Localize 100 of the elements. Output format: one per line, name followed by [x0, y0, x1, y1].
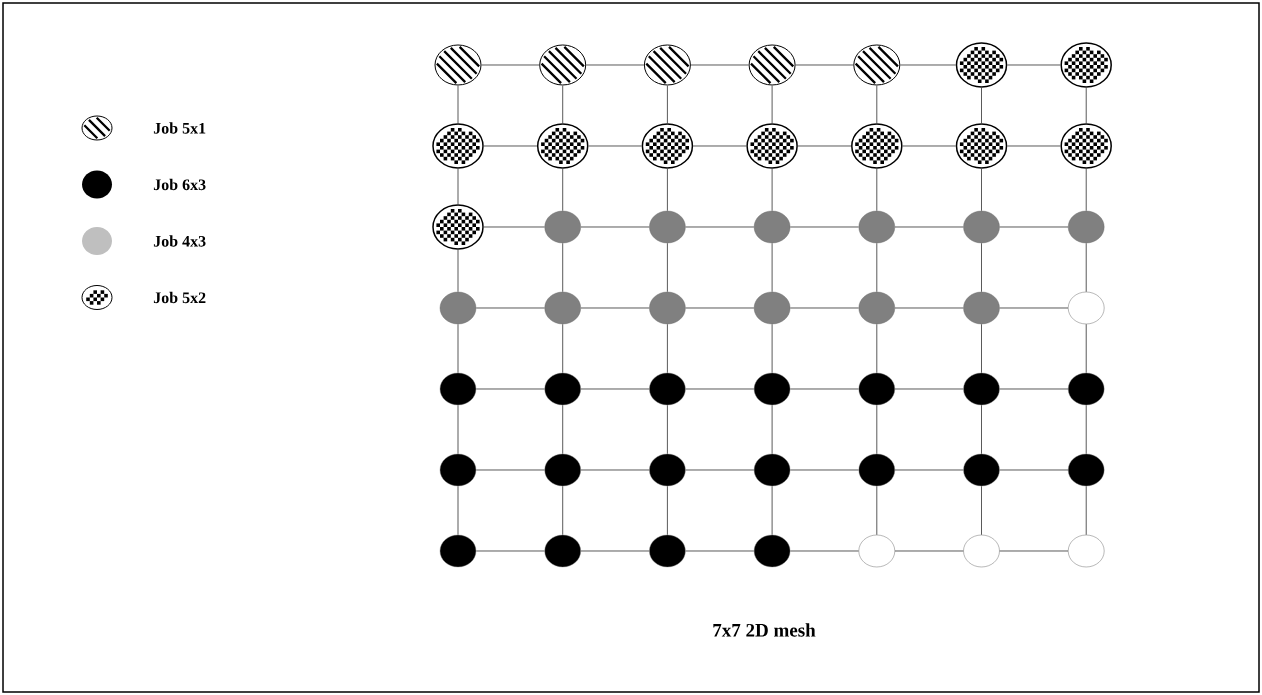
- mesh-link: [562, 404, 564, 455]
- mesh-link: [562, 485, 564, 536]
- mesh-link: [457, 485, 459, 536]
- mesh-link: [894, 469, 964, 471]
- mesh-node: [858, 534, 895, 568]
- mesh-link: [1085, 323, 1087, 374]
- mesh-link: [1085, 242, 1087, 293]
- mesh-node: [1068, 291, 1105, 325]
- mesh-link: [789, 307, 860, 309]
- mesh-link: [771, 404, 773, 455]
- mesh-link: [685, 550, 755, 552]
- mesh-link: [999, 550, 1069, 552]
- mesh-link: [666, 85, 668, 124]
- mesh-link: [580, 226, 650, 228]
- mesh-link: [876, 242, 878, 293]
- mesh-link: [685, 469, 755, 471]
- mesh-node: [434, 44, 482, 86]
- mesh-node: [439, 372, 477, 406]
- mesh-node: [536, 123, 589, 169]
- mesh-node: [544, 534, 581, 568]
- mesh-node: [643, 44, 691, 86]
- mesh-link: [797, 145, 852, 147]
- mesh-node: [649, 210, 686, 244]
- mesh-link: [999, 307, 1069, 309]
- mesh-link: [685, 226, 755, 228]
- mesh-link: [999, 388, 1069, 390]
- mesh-node: [753, 291, 791, 325]
- mesh-link: [1006, 64, 1061, 66]
- mesh-link: [1006, 145, 1061, 147]
- mesh-node: [1060, 42, 1112, 88]
- mesh-link: [666, 323, 668, 374]
- mesh-link: [580, 469, 650, 471]
- mesh-node: [851, 123, 903, 169]
- caption: 7x7 2D mesh: [713, 623, 816, 637]
- mesh-node: [641, 123, 694, 169]
- mesh-node: [1068, 534, 1105, 568]
- mesh-node: [858, 210, 895, 244]
- mesh-link: [981, 168, 982, 212]
- mesh-node: [858, 453, 895, 487]
- mesh-link: [1085, 485, 1087, 536]
- mesh-link: [771, 485, 773, 536]
- mesh-link: [876, 323, 878, 374]
- mesh-node: [544, 453, 581, 487]
- mesh-node: [1068, 210, 1105, 244]
- mesh-link: [666, 242, 668, 293]
- mesh-link: [685, 388, 755, 390]
- mesh-link: [1085, 87, 1087, 124]
- mesh-link: [457, 404, 459, 455]
- mesh-node: [1060, 123, 1112, 169]
- mesh-node: [544, 372, 581, 406]
- mesh-link: [475, 550, 545, 552]
- mesh-link: [475, 388, 545, 390]
- mesh-link: [771, 85, 773, 124]
- mesh-link: [457, 249, 459, 293]
- mesh-link: [475, 307, 545, 309]
- mesh-link: [771, 242, 773, 293]
- mesh-node: [439, 291, 477, 325]
- mesh-link: [580, 550, 650, 552]
- mesh-link: [666, 404, 668, 455]
- mesh-node: [649, 453, 686, 487]
- mesh-link: [1085, 404, 1087, 455]
- mesh-link: [894, 226, 964, 228]
- mesh-node: [858, 372, 895, 406]
- mesh-link: [1085, 168, 1087, 212]
- mesh-node: [439, 534, 477, 568]
- mesh-link: [771, 168, 773, 212]
- mesh-node: [544, 291, 581, 325]
- mesh-node: [753, 210, 791, 244]
- mesh-link: [999, 226, 1069, 228]
- mesh-node: [753, 372, 791, 406]
- mesh-link: [562, 168, 564, 212]
- mesh-node: [544, 210, 581, 244]
- mesh-node: [1068, 453, 1105, 487]
- mesh-link: [483, 226, 545, 228]
- mesh-link: [692, 145, 747, 147]
- mesh-node: [963, 534, 1000, 568]
- mesh-link: [457, 85, 459, 124]
- mesh-node: [963, 372, 1000, 406]
- mesh-link: [876, 85, 878, 124]
- mesh-link: [457, 323, 459, 374]
- mesh-link: [899, 64, 957, 66]
- mesh-link: [475, 469, 545, 471]
- mesh-link: [666, 485, 668, 536]
- mesh-link: [981, 485, 982, 536]
- mesh-link: [483, 145, 538, 147]
- mesh-link: [981, 87, 982, 124]
- mesh-link: [562, 85, 564, 124]
- mesh-node: [963, 291, 1000, 325]
- mesh-link: [562, 323, 564, 374]
- mesh-link: [457, 168, 459, 205]
- mesh-node: [439, 453, 477, 487]
- legend-text: Job 5x2: [153, 291, 206, 304]
- mesh-link: [789, 226, 860, 228]
- mesh-link: [587, 145, 643, 147]
- mesh-node: [539, 44, 587, 86]
- mesh-node: [649, 291, 686, 325]
- mesh-link: [481, 64, 540, 66]
- mesh-node: [432, 123, 484, 169]
- mesh-node: [1068, 372, 1105, 406]
- mesh-node: [963, 210, 1000, 244]
